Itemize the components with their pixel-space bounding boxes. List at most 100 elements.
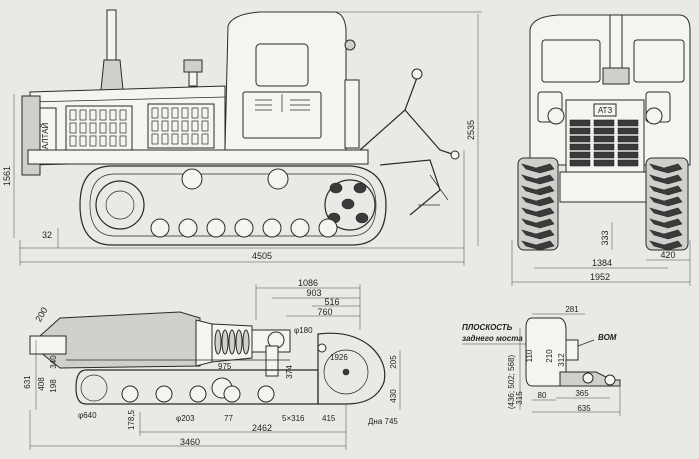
rear-tank <box>344 79 360 149</box>
road-wheel <box>290 218 310 238</box>
grille-slot <box>617 119 639 127</box>
pto-dim-80: 80 <box>538 391 547 400</box>
road-wheel <box>262 218 282 238</box>
louvre-slot <box>161 107 169 119</box>
front-dim-track: 1384 <box>592 258 612 268</box>
dim-903: 903 <box>306 288 321 298</box>
road-wheel <box>234 218 254 238</box>
gear-discs <box>214 329 250 355</box>
exhaust-pipe <box>106 9 117 61</box>
dim-415: 415 <box>322 414 336 423</box>
louvre-slot <box>181 120 189 132</box>
track-link <box>649 174 683 185</box>
louvre-slot <box>109 135 117 147</box>
road-wheel <box>178 218 198 238</box>
gear-disc <box>242 329 250 355</box>
louvre-slot <box>191 133 199 145</box>
dim-phi180: φ180 <box>294 326 313 335</box>
dim-phi203: φ203 <box>176 414 195 423</box>
grille-slot <box>569 119 591 127</box>
gear-disc <box>235 329 243 355</box>
pto-dim-heights: (436; 502; 568) <box>507 355 516 410</box>
road-wheel <box>150 218 170 238</box>
plan-road-wheel <box>257 385 275 403</box>
gear-disc <box>228 329 236 355</box>
cab-door <box>242 91 322 139</box>
track-link <box>521 196 555 207</box>
rear-hitch <box>359 74 456 216</box>
louvre-slot <box>181 107 189 119</box>
headlight-right <box>645 107 663 125</box>
pto-plane-label-line1: ПЛОСКОСТЬ <box>462 323 513 332</box>
plan-road-wheel <box>223 385 241 403</box>
louvre-slot <box>119 122 127 134</box>
dim-205: 205 <box>389 355 398 369</box>
louvre-slot <box>109 109 117 121</box>
louvre-slot <box>171 107 179 119</box>
front-bumper <box>29 335 67 355</box>
track-link <box>521 218 555 229</box>
dim-374: 374 <box>285 365 294 379</box>
louvre-slot <box>151 133 159 145</box>
louvre-slot <box>89 109 97 121</box>
louvre-slot <box>79 135 87 147</box>
front-badge <box>593 103 617 117</box>
track-link <box>521 229 555 240</box>
plan-road-wheel <box>189 385 207 403</box>
track-link <box>521 174 555 185</box>
side-view: АЛТАЙ 1561 <box>2 9 482 266</box>
front-dim-width: 1952 <box>590 272 610 282</box>
louvres <box>69 107 209 147</box>
louvre-slot <box>89 135 97 147</box>
road-wheel <box>318 218 338 238</box>
louvre-panel-front <box>65 105 133 151</box>
front-window-right <box>633 39 685 83</box>
dim-3460: 3460 <box>180 437 200 447</box>
front-grille <box>569 119 639 167</box>
dim-200: 200 <box>33 305 49 323</box>
louvre-slot <box>79 109 87 121</box>
grille-slot <box>593 127 615 135</box>
dim-2462: 2462 <box>252 423 272 433</box>
dim-198: 198 <box>49 379 58 393</box>
front-window-left <box>541 39 601 83</box>
pto-dim-281: 281 <box>565 305 579 314</box>
track-link <box>649 218 683 229</box>
grille-slot <box>569 127 591 135</box>
dim-1926: 1926 <box>330 353 348 362</box>
sprocket-hole <box>355 212 369 224</box>
dim-length: 4505 <box>252 251 272 261</box>
grille-slot <box>617 127 639 135</box>
grille-slot <box>569 159 591 167</box>
louvre-slot <box>119 135 127 147</box>
louvre-slot <box>79 122 87 134</box>
dim-dia745: Дна 745 <box>368 417 398 426</box>
dim-408: 408 <box>37 377 46 391</box>
louvre-slot <box>69 109 77 121</box>
track-link <box>521 163 555 174</box>
rear-sprocket-housing <box>317 332 386 405</box>
roof-light <box>344 39 356 51</box>
track-link <box>521 185 555 196</box>
track-links <box>521 163 683 251</box>
track-link <box>649 163 683 174</box>
track-link <box>649 229 683 240</box>
louvre-slot <box>99 122 107 134</box>
rear-axle-housing <box>525 317 567 387</box>
dim-178-5: 178,5 <box>127 409 136 430</box>
louvre-slot <box>201 107 209 119</box>
louvre-slot <box>89 122 97 134</box>
pto-dim-365: 365 <box>575 389 589 398</box>
louvre-panel-rear <box>147 103 215 149</box>
front-frame <box>559 171 651 203</box>
louvre-slot <box>201 120 209 132</box>
front-exhaust <box>609 14 623 76</box>
grille-slot <box>593 159 615 167</box>
front-badge-text: АТЗ <box>598 106 613 115</box>
road-wheel <box>206 218 226 238</box>
final-drive <box>265 345 279 377</box>
sprocket-hole <box>341 198 355 210</box>
carrier-roller-1 <box>181 168 203 190</box>
